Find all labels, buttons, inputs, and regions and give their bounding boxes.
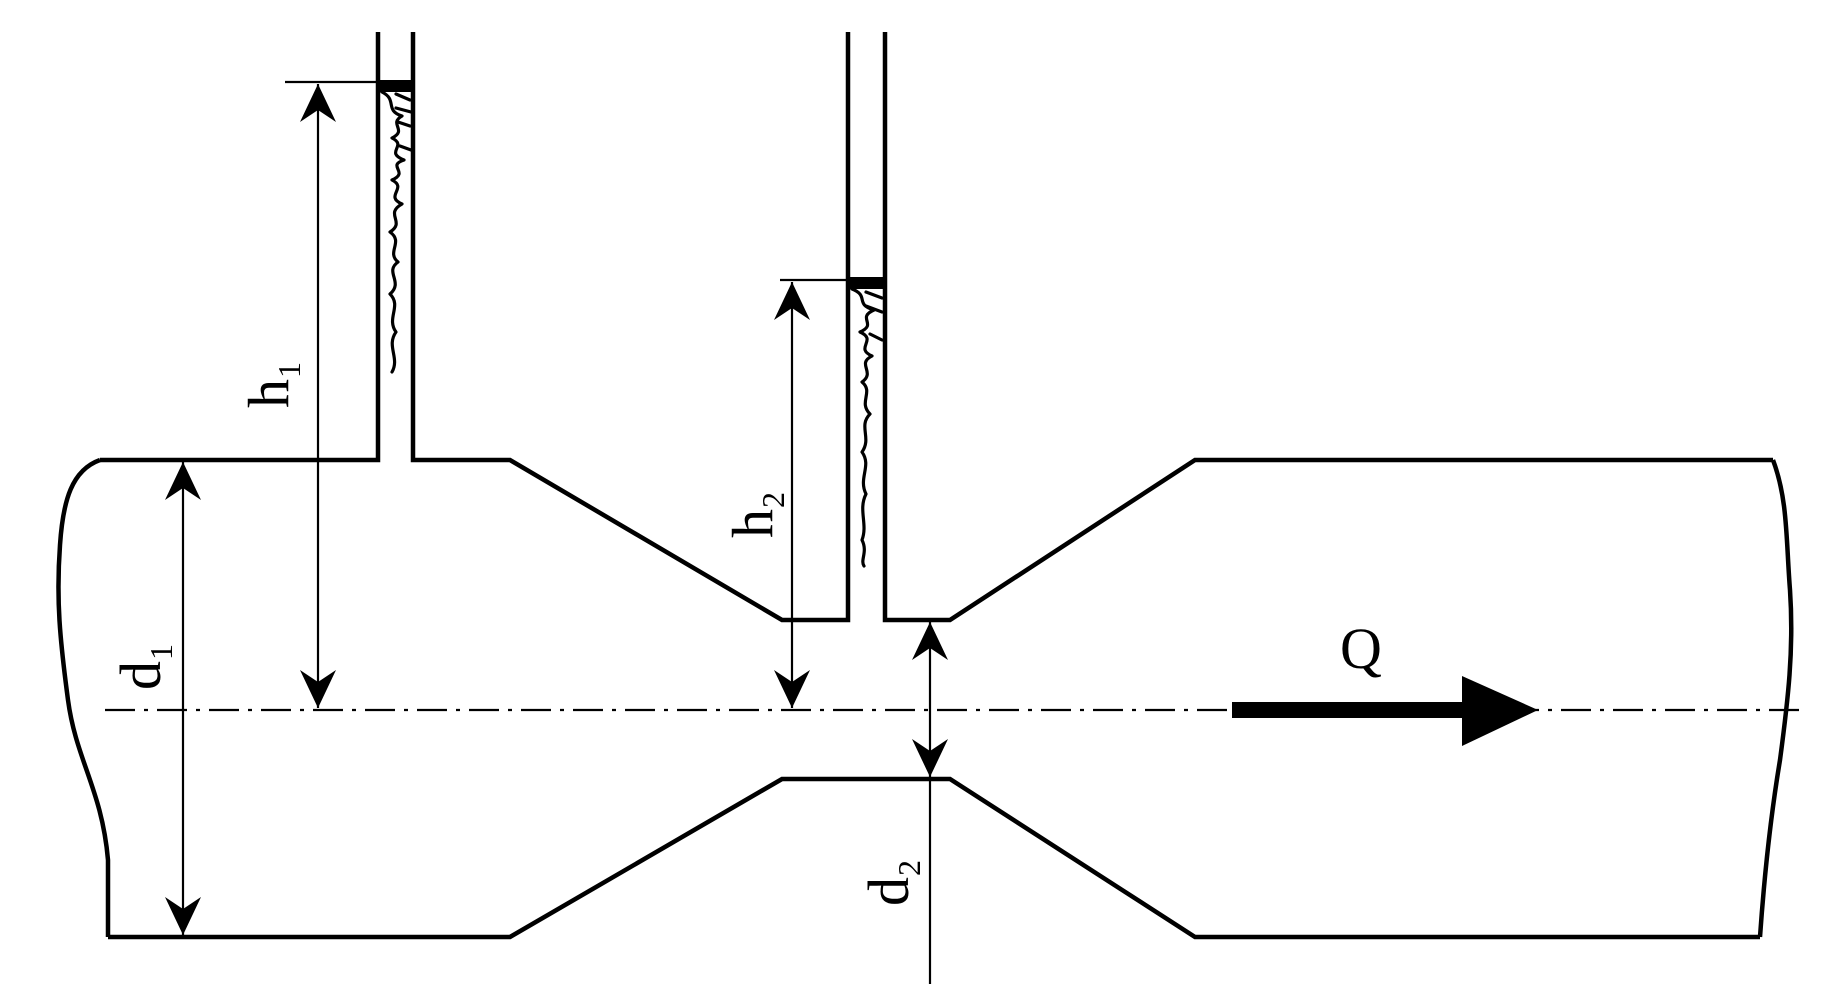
- dimension-h2: [774, 278, 868, 708]
- h1-arrow-top: [300, 84, 336, 122]
- d2-label-main: d: [856, 877, 921, 906]
- d2-arrow-top: [912, 622, 948, 660]
- h2-label-main: h: [720, 509, 785, 538]
- h1-label-sub: 1: [271, 362, 307, 378]
- d1-label: d 1: [108, 644, 179, 690]
- d2-label: d 2: [856, 860, 927, 906]
- d1-arrow-bottom: [165, 897, 201, 935]
- pipe-right-break: [1757, 459, 1794, 938]
- h1-label-main: h: [236, 379, 301, 408]
- pipe-top-wall-left: [100, 32, 381, 463]
- pipe-top-wall-cone: [410, 32, 851, 623]
- d1-label-main: d: [108, 661, 173, 690]
- h2-arrow-bottom: [774, 670, 810, 708]
- dimension-h1: [285, 80, 395, 708]
- pipe-outline: [56, 32, 1794, 940]
- d1-arrow-top: [165, 462, 201, 500]
- piezometer-1-liquid: [380, 80, 413, 374]
- h1-label: h 1: [236, 362, 307, 408]
- pipe-top-wall-right: [882, 32, 1773, 623]
- h2-label-sub: 2: [755, 492, 791, 508]
- piezometer-2-liquid: [850, 277, 884, 568]
- flow-label: Q: [1340, 616, 1382, 681]
- flow-arrow-shaft: [1232, 702, 1472, 718]
- flow-arrow-head: [1462, 676, 1538, 746]
- h2-label: h 2: [720, 492, 791, 538]
- d1-label-sub: 1: [143, 644, 179, 660]
- meniscus-2: [850, 277, 883, 289]
- pipe-bottom-wall: [108, 776, 1760, 940]
- pipe-left-break: [56, 457, 111, 937]
- d2-label-sub: 2: [891, 860, 927, 876]
- h2-arrow-top: [774, 282, 810, 320]
- dimension-d1: [165, 462, 201, 935]
- h1-arrow-bottom: [300, 670, 336, 708]
- flow-arrow: [1232, 676, 1538, 746]
- dimension-d2: [912, 622, 948, 984]
- d2-arrow-bottom: [912, 739, 948, 777]
